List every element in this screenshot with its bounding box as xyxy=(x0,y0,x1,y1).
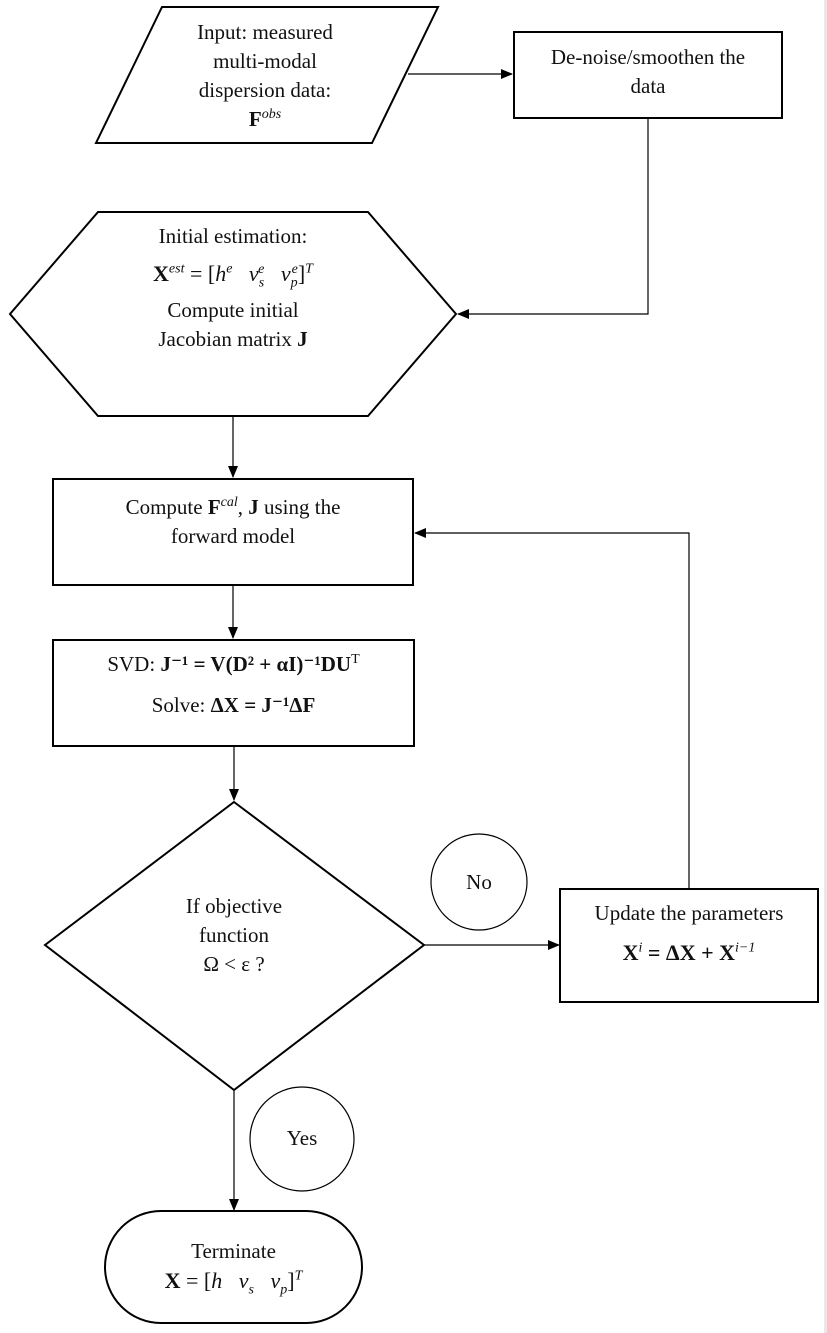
initial-line-4: Jacobian matrix J xyxy=(40,325,426,354)
h-sup: e xyxy=(226,261,233,277)
x-i-minus-1-sup: i−1 xyxy=(735,940,756,956)
no-label: No xyxy=(466,870,492,894)
input-node-text: Input: measured multi-modal dispersion d… xyxy=(150,18,380,134)
j-symbol: J xyxy=(297,327,308,351)
solve-label: Solve: xyxy=(151,693,211,717)
forward-line-1: Compute Fcal, J using the xyxy=(53,493,413,522)
f-cal-symbol: F xyxy=(207,495,221,519)
decision-line-3: Ω < ε ? xyxy=(203,952,265,976)
terminate-equation: X = [h vs vp]T xyxy=(105,1266,362,1298)
vs-sup: e xyxy=(258,261,265,277)
x-est-sup: est xyxy=(168,261,185,277)
eq-open: = [ xyxy=(180,1268,212,1293)
svd-equation: J⁻¹ = V(D² + αI)⁻¹DU xyxy=(160,652,352,676)
comma: , xyxy=(237,495,249,519)
vp-symbol: v xyxy=(280,261,291,286)
initial-equation: Xest = [he vse vpe]T xyxy=(40,259,426,291)
solve-equation: ΔX = J⁻¹ΔF xyxy=(210,693,316,717)
no-connector-circle xyxy=(430,833,528,931)
update-node-text: Update the parameters Xi = ΔX + Xi−1 xyxy=(560,899,818,967)
vp-symbol: v xyxy=(270,1268,281,1293)
initial-title: Initial estimation: xyxy=(158,224,308,248)
transpose-sup: T xyxy=(294,1268,303,1284)
denoise-line-1: De-noise/smoothen the xyxy=(550,45,746,69)
vs-symbol: v xyxy=(248,261,259,286)
eq-close: ] xyxy=(287,1268,295,1293)
denoise-box xyxy=(513,31,783,119)
decision-node-text: If objective function Ω < ε ? xyxy=(134,892,334,979)
input-parallelogram xyxy=(94,6,440,144)
vp-sub: p xyxy=(290,275,298,291)
eq-open: = [ xyxy=(189,261,216,286)
initial-node-text: Initial estimation: Xest = [he vse vpe]T… xyxy=(40,222,426,354)
denoise-node-text: De-noise/smoothen the data xyxy=(514,43,782,101)
vs-sub: s xyxy=(248,1282,254,1298)
h-symbol: h xyxy=(215,261,227,286)
vp-sub: p xyxy=(280,1282,288,1298)
svd-line: SVD: J⁻¹ = V(D² + αI)⁻¹DUT xyxy=(53,650,414,679)
page-edge xyxy=(824,0,827,1333)
transpose-sup: T xyxy=(305,261,313,277)
update-title: Update the parameters xyxy=(594,901,784,925)
vp-sup: e xyxy=(291,261,298,277)
initial-line-3: Compute initial xyxy=(167,298,299,322)
h-symbol: h xyxy=(211,1268,223,1293)
terminate-terminal xyxy=(104,1210,363,1324)
x-i-sup: i xyxy=(638,940,643,956)
f-cal-sup: cal xyxy=(220,495,238,510)
svd-node-text: SVD: J⁻¹ = V(D² + αI)⁻¹DUT Solve: ΔX = J… xyxy=(53,650,414,720)
initial-hexagon xyxy=(8,211,458,417)
denoise-line-2: data xyxy=(630,74,666,98)
f-obs-sup: obs xyxy=(261,107,282,122)
input-line-2: multi-modal xyxy=(213,49,317,73)
vs-symbol: v xyxy=(238,1268,249,1293)
j-symbol: J xyxy=(248,495,259,519)
solve-line: Solve: ΔX = J⁻¹ΔF xyxy=(53,691,414,720)
edge-update-to-forward xyxy=(414,528,690,888)
decision-line-2: function xyxy=(199,923,269,947)
terminate-title: Terminate xyxy=(191,1239,276,1263)
input-line-3: dispersion data: xyxy=(198,78,332,102)
compute-text: Compute xyxy=(125,495,208,519)
update-eq-mid: = ΔX + X xyxy=(642,940,736,965)
input-line-1: Input: measured xyxy=(197,20,333,44)
x-i-symbol: X xyxy=(622,940,639,965)
x-symbol: X xyxy=(164,1268,181,1293)
svd-transpose-sup: T xyxy=(351,652,360,667)
terminate-node-text: Terminate X = [h vs vp]T xyxy=(105,1237,362,1298)
update-box xyxy=(559,888,819,1003)
vs-sub: s xyxy=(258,275,265,291)
jacobian-text: Jacobian matrix xyxy=(158,327,298,351)
decision-diamond xyxy=(43,800,426,1092)
x-est-symbol: X xyxy=(153,261,169,286)
forward-node-text: Compute Fcal, J using the forward model xyxy=(53,493,413,551)
forward-box xyxy=(52,478,414,586)
using-the-text: using the xyxy=(258,495,341,519)
f-obs-symbol: F xyxy=(248,107,262,131)
edge-denoise-to-initial xyxy=(457,118,649,319)
yes-connector-circle xyxy=(249,1086,355,1192)
forward-line-2: forward model xyxy=(170,524,296,548)
yes-label: Yes xyxy=(286,1126,318,1150)
eq-close: ] xyxy=(297,261,306,286)
decision-line-1: If objective xyxy=(185,894,283,918)
svd-label: SVD: xyxy=(107,652,161,676)
update-equation: Xi = ΔX + Xi−1 xyxy=(560,938,818,967)
svd-box xyxy=(52,639,415,747)
input-symbol: Fobs xyxy=(150,105,380,134)
